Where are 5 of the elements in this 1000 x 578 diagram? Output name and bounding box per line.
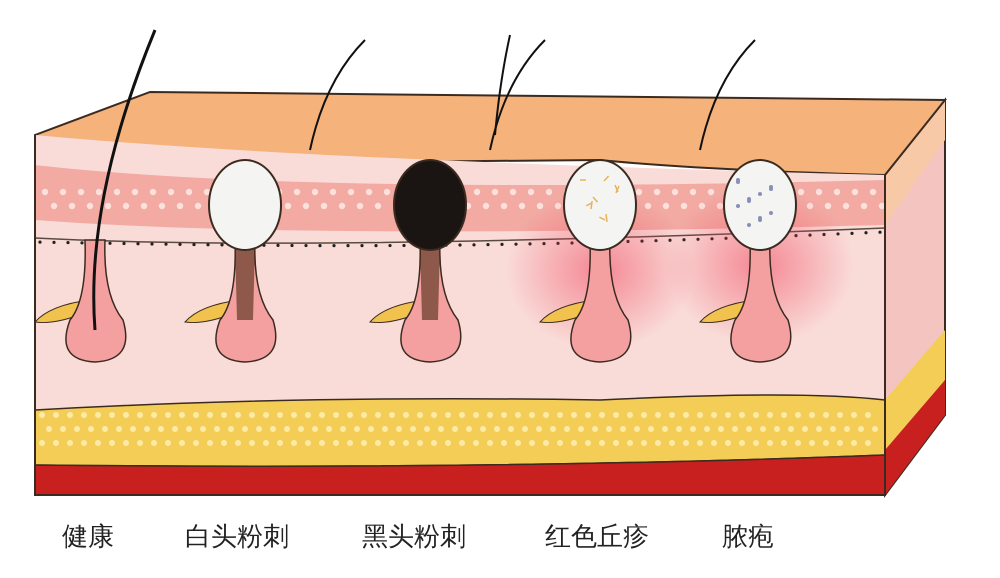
caption-label: 健康	[62, 522, 114, 554]
caption-label: 黑头粉刺	[362, 522, 466, 554]
caption-label: 红色丘疹	[545, 522, 649, 554]
caption-label: 白头粉刺	[185, 522, 289, 554]
caption-label: 脓疱	[722, 522, 774, 554]
